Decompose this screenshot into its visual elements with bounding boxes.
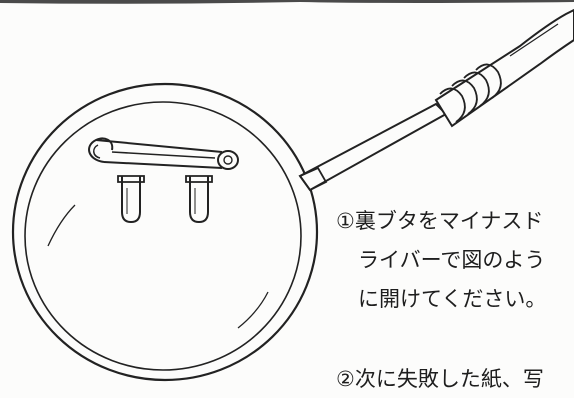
badge-rim-highlight [47,204,76,247]
step2-line1: ②次に失敗した紙、写 [336,367,544,391]
screwdriver-handle [434,8,574,128]
safety-pin-clasp [217,150,239,170]
badge-inner-rim [24,101,302,371]
top-scan-edge [0,0,574,4]
screwdriver-tip [298,166,328,192]
pin-mount-right [185,175,213,224]
badge-outer-rim [11,82,319,382]
badge-rim-highlight [237,291,269,329]
step1-line3: に開けてください。 [358,287,547,311]
screwdriver [298,8,574,192]
screwdriver-shaft [298,102,448,192]
pin-mount-left [117,175,145,224]
step1-line1: ①裏ブタをマイナスド [336,209,544,233]
screwdriver-grip [439,87,466,123]
step1-line2: ライバーで図のよう [358,248,546,272]
badge-back-cover [11,82,319,382]
safety-pin-bar [95,139,223,153]
safety-pin [88,137,239,170]
